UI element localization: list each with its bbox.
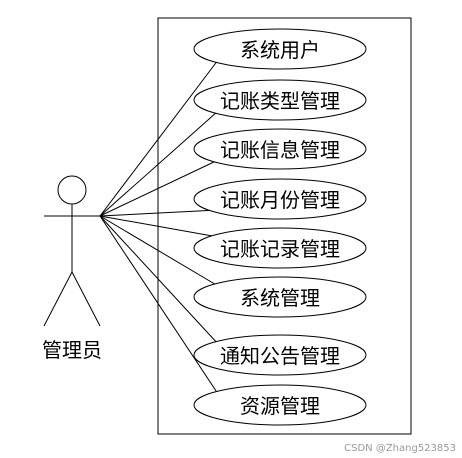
use-case: 记账月份管理 (193, 178, 367, 220)
use-case: 记账记录管理 (193, 227, 367, 269)
association-line (99, 159, 219, 217)
actor-head (57, 175, 87, 205)
use-case-ellipse (193, 384, 367, 426)
use-case: 记账类型管理 (193, 79, 367, 121)
association-line (99, 215, 219, 238)
use-case-label: 记账记录管理 (220, 237, 340, 261)
use-case-label: 系统管理 (240, 286, 320, 310)
actor-left-leg (43, 271, 73, 327)
association-line (99, 59, 219, 217)
use-case: 通知公告管理 (193, 334, 367, 376)
use-case-ellipse (193, 334, 367, 376)
use-case-label: 记账信息管理 (220, 138, 340, 162)
use-case-label: 通知公告管理 (220, 344, 340, 368)
use-case-ellipse (193, 128, 367, 170)
use-case-ellipse (193, 276, 367, 318)
watermark: CSDN @Zhang523853 (344, 443, 456, 454)
use-case-ellipse (193, 28, 367, 70)
use-case-label: 系统用户 (240, 38, 320, 62)
use-case-ellipse (193, 178, 367, 220)
use-case-label: 记账类型管理 (220, 89, 340, 113)
association-line (99, 215, 219, 395)
association-line (99, 110, 219, 217)
use-case: 资源管理 (193, 384, 367, 426)
association-line (99, 215, 219, 345)
actor-figure (43, 175, 101, 327)
use-case-group: 系统用户 记账类型管理 记账信息管理 记账月份管理 记账记录管理 系统管理 通知… (193, 28, 367, 426)
actor-right-leg (71, 271, 101, 327)
association-lines (99, 59, 219, 395)
use-case-ellipse (193, 79, 367, 121)
actor-label: 管理员 (42, 338, 102, 362)
association-line (99, 209, 219, 217)
use-case-label: 资源管理 (240, 394, 320, 418)
use-case: 系统管理 (193, 276, 367, 318)
association-line (99, 215, 219, 287)
use-case: 记账信息管理 (193, 128, 367, 170)
use-case-ellipse (193, 227, 367, 269)
use-case-label: 记账月份管理 (220, 188, 340, 212)
use-case: 系统用户 (193, 28, 367, 70)
